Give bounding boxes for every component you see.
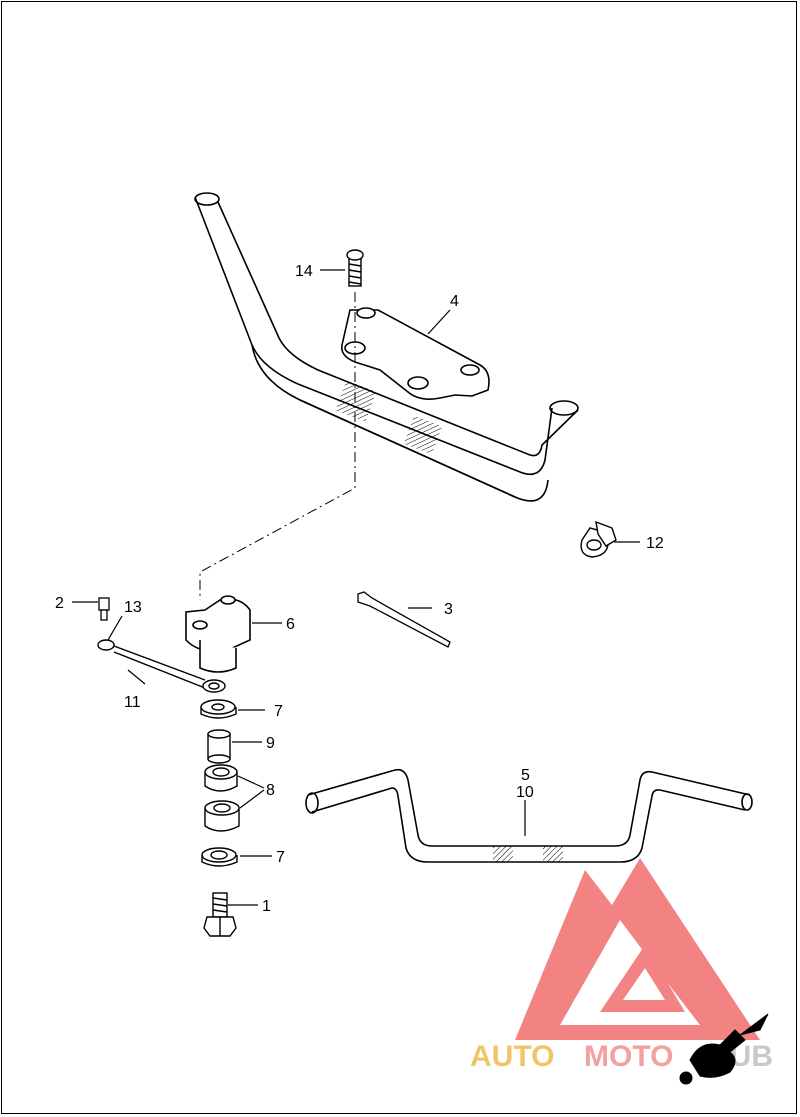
callout-3: 3 bbox=[444, 601, 453, 618]
assembly-lines bbox=[199, 292, 356, 600]
callout-12: 12 bbox=[646, 535, 664, 552]
knurl-lower-left bbox=[493, 846, 513, 862]
callout-7-upper: 7 bbox=[274, 703, 283, 720]
callout-14: 14 bbox=[295, 263, 313, 280]
callout-10: 10 bbox=[516, 784, 534, 801]
callout-4: 4 bbox=[450, 293, 459, 310]
callout-11: 11 bbox=[124, 694, 141, 711]
washer-7-upper bbox=[200, 699, 237, 719]
watermark-text-auto: AUTO bbox=[470, 1040, 554, 1073]
callout-7-lower: 7 bbox=[276, 849, 285, 866]
callout-6: 6 bbox=[286, 616, 295, 633]
bushing-8-lower bbox=[204, 800, 240, 832]
knurl-right bbox=[403, 415, 443, 455]
clip-12 bbox=[580, 520, 617, 558]
callout-5: 5 bbox=[521, 767, 530, 784]
callout-9: 9 bbox=[266, 735, 275, 752]
bushing-8-upper bbox=[204, 764, 238, 792]
callout-1: 1 bbox=[262, 898, 271, 915]
motorcycle-rider-icon bbox=[679, 1013, 769, 1085]
leader-lines bbox=[72, 269, 640, 906]
callout-labels: 1 2 3 4 5 6 7 7 8 9 10 11 12 13 14 bbox=[55, 263, 664, 915]
callout-8: 8 bbox=[266, 782, 275, 799]
riser-6 bbox=[185, 595, 251, 673]
watermark-logo-icon bbox=[515, 858, 760, 1040]
knurl-left bbox=[335, 380, 377, 422]
cable-tie-3 bbox=[357, 591, 451, 648]
callout-13: 13 bbox=[124, 599, 142, 616]
top-clamp bbox=[340, 307, 490, 400]
sleeve-9 bbox=[207, 729, 231, 764]
screw-14 bbox=[346, 249, 364, 287]
upper-handlebar bbox=[194, 192, 579, 502]
washer-7-lower bbox=[201, 847, 238, 867]
lower-handlebar bbox=[305, 768, 753, 863]
callout-2: 2 bbox=[55, 595, 64, 612]
knurl-lower-right bbox=[543, 846, 563, 862]
watermark-text-moto: MOTO bbox=[584, 1040, 673, 1073]
ground-strap-11 bbox=[97, 639, 226, 693]
bolt-1 bbox=[203, 892, 237, 937]
bolt-2 bbox=[98, 597, 110, 621]
